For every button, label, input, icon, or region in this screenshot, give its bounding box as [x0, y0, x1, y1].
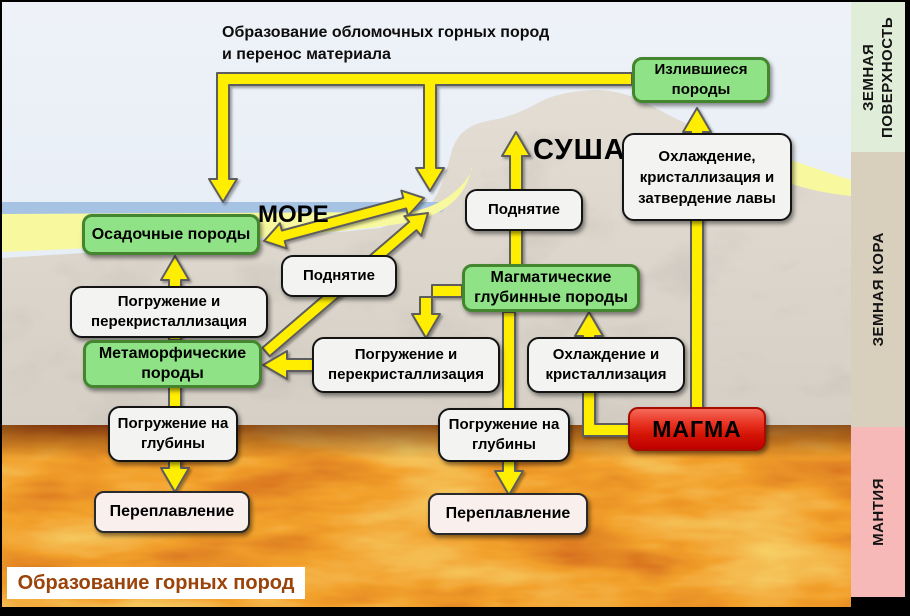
node-plutonic-rocks: Магматические глубинные породы	[462, 264, 640, 312]
sidebar-earth-crust-label: ЗЕМНАЯ КОРА	[869, 232, 887, 347]
node-extrusive-rocks: Излившиеся породы	[632, 57, 770, 103]
node-metamorphic-rocks: Метаморфические породы	[83, 340, 262, 388]
arrow-plutonic-to-remelting	[494, 311, 524, 496]
arrow-magma-to-extrusive	[682, 107, 712, 409]
sidebar-mantle: МАНТИЯ	[851, 427, 905, 597]
legend-line-2: и перенос материала	[222, 46, 391, 63]
node-subsidence-recrystallization-left: Погружение и перекристаллизация	[70, 286, 268, 338]
node-sedimentary-rocks: Осадочные породы	[82, 214, 260, 255]
node-subsidence-depths-mid: Погружение на глубины	[438, 408, 570, 462]
node-uplift-left: Поднятие	[281, 255, 397, 297]
sidebar-mantle-label: МАНТИЯ	[869, 478, 887, 546]
arrow-plutonic-to-subsidence	[411, 284, 463, 339]
node-cooling-lava: Охлаждение, кристаллизация и затвердение…	[622, 133, 792, 221]
node-magma: МАГМА	[628, 407, 766, 451]
sidebar-earth-crust: ЗЕМНАЯ КОРА	[851, 152, 905, 427]
label-sea: МОРЕ	[258, 201, 329, 228]
legend-erosion-transport: Образование обломочных горных пород и пе…	[222, 22, 582, 66]
legend-line-1: Образование обломочных горных пород	[222, 24, 550, 41]
arrow-erosion-transport	[208, 72, 633, 203]
sidebar-earth-surface-label: ЗЕМНАЯ ПОВЕРХНОСТЬ	[860, 16, 896, 138]
node-subsidence-depths-left: Погружение на глубины	[108, 406, 238, 462]
label-land: СУША	[533, 134, 626, 166]
node-remelting-mid: Переплавление	[428, 493, 588, 535]
arrow-sedimentary-shore-double	[263, 189, 425, 250]
diagram-title: Образование горных пород	[7, 567, 305, 599]
node-uplift-right: Поднятие	[465, 189, 583, 231]
sidebar-earth-surface: ЗЕМНАЯ ПОВЕРХНОСТЬ	[851, 2, 905, 152]
arrow-subsidence-to-metamorphic	[262, 350, 316, 380]
node-remelting-left: Переплавление	[94, 491, 250, 533]
node-cooling-crystallization: Охлаждение и кристаллизация	[527, 337, 685, 393]
node-subsidence-recrystallization-mid: Погружение и перекристаллизация	[312, 337, 500, 393]
